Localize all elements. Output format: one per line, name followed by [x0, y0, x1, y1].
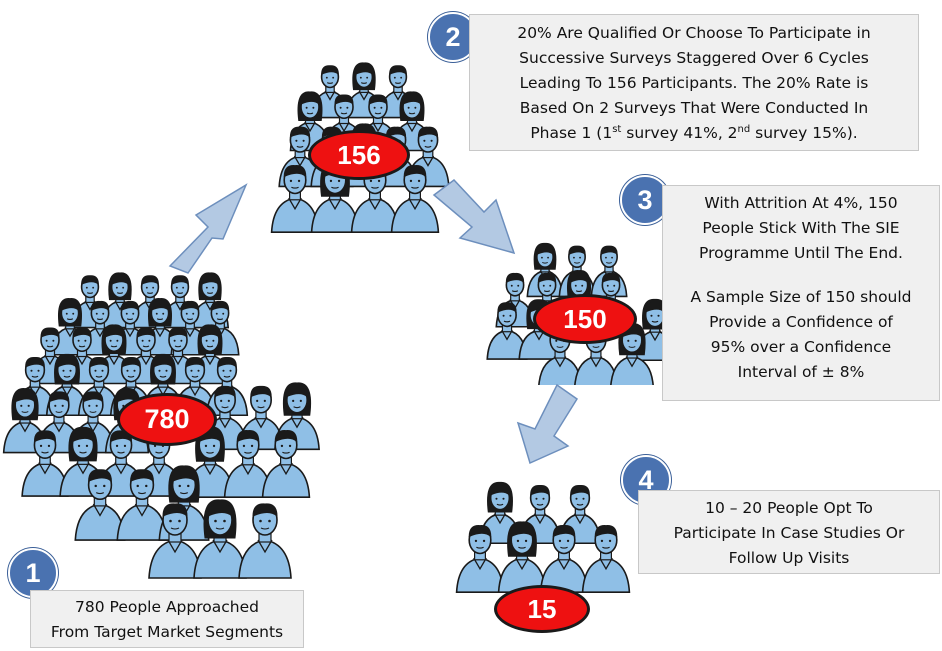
person-icon — [223, 430, 273, 498]
step-3-line-3: Programme Until The End. — [699, 244, 903, 262]
arrow-step1-to-step2 — [168, 183, 248, 274]
step-1-description: 780 People Approached From Target Market… — [30, 590, 304, 648]
step-2-superscript-nd: nd — [737, 123, 751, 135]
person-icon — [59, 426, 107, 497]
step-2-description: 20% Are Qualified Or Choose To Participa… — [469, 14, 919, 151]
person-icon — [581, 525, 631, 593]
person-icon — [270, 165, 320, 233]
person-icon — [539, 525, 589, 593]
step-3-description: With Attrition At 4%, 150 People Stick W… — [662, 185, 940, 401]
step-4-line-2: Participate In Case Studies Or — [673, 524, 905, 542]
person-icon — [261, 430, 311, 498]
person-icon — [21, 430, 69, 497]
arrow-step3-to-step4 — [516, 383, 579, 465]
step-4-line-1: 10 – 20 People Opt To — [705, 499, 873, 517]
step-3-line-7: 95% over a Confidence — [710, 338, 892, 356]
count-oval-156: 156 — [308, 130, 410, 180]
count-oval-150: 150 — [533, 294, 637, 344]
person-icon — [185, 426, 235, 498]
arrow-step2-to-step3 — [432, 178, 516, 255]
step-2-line-2: Successive Surveys Staggered Over 6 Cycl… — [519, 49, 869, 67]
step-2-line-3: Leading To 156 Participants. The 20% Rat… — [519, 74, 869, 92]
person-icon — [238, 503, 292, 579]
step-3-badge: 3 — [620, 175, 670, 225]
person-icon — [455, 525, 505, 593]
crowd-15 — [455, 481, 631, 593]
count-oval-780: 780 — [117, 393, 217, 446]
person-icon — [497, 521, 547, 593]
step-2-line-5-b: survey 41%, 2 — [621, 124, 738, 142]
step-2-line-5-a: Phase 1 (1 — [530, 124, 613, 142]
step-2-superscript-st: st — [612, 123, 622, 135]
person-icon — [116, 469, 168, 541]
person-icon — [74, 469, 126, 541]
person-icon — [390, 165, 440, 233]
step-3-line-2: People Stick With The SIE — [702, 219, 900, 237]
step-3-line-8: Interval of ± 8% — [737, 363, 865, 381]
person-icon — [193, 499, 247, 579]
step-2-line-4: Based On 2 Surveys That Were Conducted I… — [519, 99, 869, 117]
step-1-line-2: From Target Market Segments — [50, 623, 284, 641]
step-2-line-5: Phase 1 (1st survey 41%, 2nd survey 15%)… — [470, 121, 918, 146]
step-3-line-5: A Sample Size of 150 should — [690, 288, 912, 306]
step-2-line-1: 20% Are Qualified Or Choose To Participa… — [517, 24, 871, 42]
step-3-line-6: Provide a Confidence of — [709, 313, 893, 331]
step-1-line-1: 780 People Approached — [75, 598, 259, 616]
step-3-line-1: With Attrition At 4%, 150 — [704, 194, 898, 212]
count-oval-15: 15 — [494, 585, 590, 633]
step-4-description: 10 – 20 People Opt To Participate In Cas… — [638, 490, 940, 574]
person-icon — [148, 503, 202, 579]
step-2-line-5-c: survey 15%). — [750, 124, 858, 142]
step-4-line-3: Follow Up Visits — [728, 549, 850, 567]
person-icon — [526, 242, 564, 298]
step-3-line-spacer — [663, 266, 939, 285]
person-icon — [486, 302, 528, 360]
